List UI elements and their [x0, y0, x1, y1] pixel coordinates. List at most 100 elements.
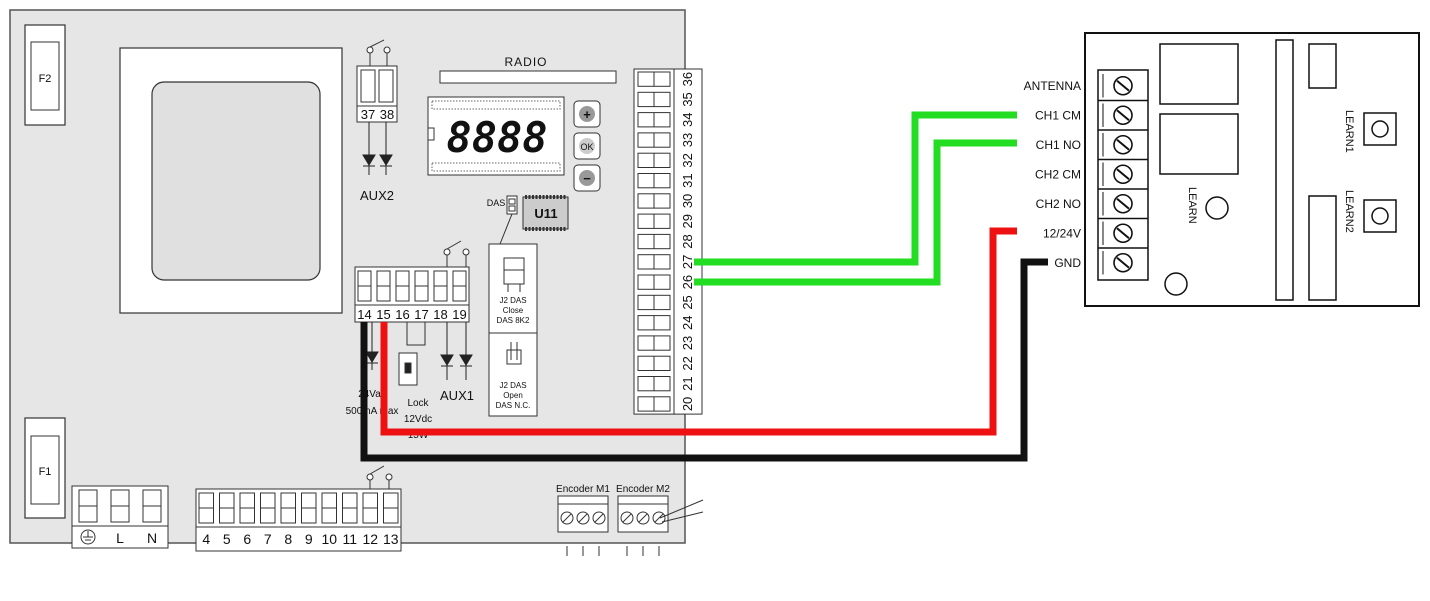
ok-button[interactable]: OK: [573, 132, 601, 160]
receiver-screw-icon: [1113, 252, 1133, 273]
terminal-label-13: 13: [383, 531, 399, 547]
terminal-label-23: 23: [680, 336, 695, 350]
j2-das-info-box: J2 DAS Close DAS 8K2 J2 DAS Open DAS N.C…: [488, 243, 538, 417]
terminal-label-16: 16: [395, 307, 409, 322]
svg-text:38: 38: [380, 107, 394, 122]
terminal-label-21: 21: [680, 376, 695, 390]
fuse-f1: F1: [24, 417, 66, 519]
aux1-diode-symbols: [440, 322, 473, 380]
lock-label: Lock: [407, 398, 429, 409]
terminal-label-26: 26: [680, 275, 695, 289]
receiver-learn1-button[interactable]: [1364, 113, 1396, 145]
receiver-terminal-label: GND: [1054, 256, 1081, 270]
chip-u11: U11: [522, 195, 569, 231]
encoder-m1: Encoder M1: [556, 484, 610, 556]
terminal-label-18: 18: [433, 307, 447, 322]
wire-green-ch1-no: [694, 139, 1017, 286]
terminal-label-32: 32: [680, 153, 695, 167]
terminal-label-10: 10: [321, 531, 337, 547]
encoder-terminals: Encoder M1 Encoder M2: [556, 484, 704, 556]
terminal-label-19: 19: [452, 307, 466, 322]
terminal-label-14: 14: [357, 307, 371, 322]
encoder-m2-label: Encoder M2: [616, 484, 670, 495]
receiver-terminal-label: CH1 NO: [1036, 138, 1081, 152]
lcd-display: 8888: [427, 96, 565, 176]
terminal-label-5: 5: [223, 531, 231, 547]
minus-button[interactable]: −: [573, 164, 601, 192]
wire-black-gnd: [360, 258, 1048, 462]
svg-text:−: −: [583, 171, 591, 186]
terminal-label-28: 28: [680, 234, 695, 248]
learn-center-label: LEARN: [1186, 187, 1198, 224]
terminal-label-22: 22: [680, 356, 695, 370]
terminal-label-30: 30: [680, 194, 695, 208]
svg-text:37: 37: [361, 107, 375, 122]
svg-text:500mA max: 500mA max: [346, 406, 399, 417]
ground-icon: [80, 529, 96, 545]
terminal-label-27: 27: [680, 255, 695, 269]
receiver-terminal-label: CH2 NO: [1036, 197, 1081, 211]
das-jumper: [506, 195, 518, 215]
terminal-label-8: 8: [284, 531, 292, 547]
terminal-label-12: 12: [362, 531, 378, 547]
receiver-terminal-label: CH1 CM: [1035, 108, 1081, 122]
mains-neutral-label: N: [147, 530, 157, 546]
wire-green-ch1-cm: [694, 111, 1017, 266]
aux2-diode-symbols: [362, 122, 393, 175]
svg-text:DAS N.C.: DAS N.C.: [496, 401, 531, 410]
terminal-label-25: 25: [680, 295, 695, 309]
receiver-terminal-label: ANTENNA: [1024, 79, 1081, 93]
svg-text:Close: Close: [503, 306, 524, 315]
relay-contact-12-13: [366, 465, 393, 489]
terminal-label-9: 9: [305, 531, 313, 547]
terminal-label-29: 29: [680, 214, 695, 228]
receiver-screw-icon: [1113, 164, 1133, 185]
terminal-label-31: 31: [680, 173, 695, 187]
encoder-m1-label: Encoder M1: [556, 484, 610, 495]
receiver-screw-icon: [1113, 105, 1133, 126]
terminal-label-15: 15: [376, 307, 390, 322]
relay-contact-aux2: [366, 39, 391, 66]
terminal-label-11: 11: [342, 531, 357, 547]
aux2-label: AUX2: [360, 188, 394, 203]
svg-text:DAS 8K2: DAS 8K2: [497, 316, 530, 325]
receiver-terminal-label: 12/24V: [1043, 226, 1081, 240]
radio-receiver-module: [1084, 32, 1420, 307]
svg-text:U11: U11: [534, 206, 557, 221]
radio-label: RADIO: [504, 55, 547, 69]
receiver-learn-button[interactable]: [1206, 197, 1228, 219]
radio-slot: [439, 70, 617, 84]
terminal-label-6: 6: [243, 531, 251, 547]
das-label: DAS: [487, 198, 506, 208]
terminal-label-20: 20: [680, 397, 695, 411]
receiver-screw-icon: [1113, 75, 1133, 96]
svg-text:12Vdc: 12Vdc: [404, 414, 432, 425]
lock-output-symbol: [398, 322, 426, 386]
terminal-label-7: 7: [264, 531, 272, 547]
svg-text:F1: F1: [39, 466, 52, 478]
receiver-screw-icon: [1113, 193, 1133, 214]
terminal-block-37-38: 37 38: [356, 65, 398, 123]
relay-contact-aux1: [443, 240, 470, 267]
power-output-diode: [365, 322, 379, 370]
power-output-label: 24Vac: [358, 389, 386, 400]
terminal-label-4: 4: [202, 531, 210, 547]
receiver-terminal-label: CH2 CM: [1035, 167, 1081, 181]
fuse-f2: F2: [24, 24, 66, 126]
receiver-learn2-button[interactable]: [1364, 200, 1396, 232]
plus-button[interactable]: +: [573, 100, 601, 128]
terminal-label-36: 36: [680, 72, 695, 86]
terminal-label-33: 33: [680, 133, 695, 147]
svg-text:+: +: [583, 107, 591, 122]
svg-text:J2 DAS: J2 DAS: [499, 381, 526, 390]
learn2-label: LEARN2: [1343, 190, 1355, 233]
control-board: [9, 9, 686, 544]
wire-red-power: [380, 227, 1017, 436]
transformer: [119, 47, 343, 314]
receiver-terminal-block: ANTENNA CH1 CM CH1 NO CH2 CM CH2 NO 12/24V GND: [1024, 74, 1148, 275]
